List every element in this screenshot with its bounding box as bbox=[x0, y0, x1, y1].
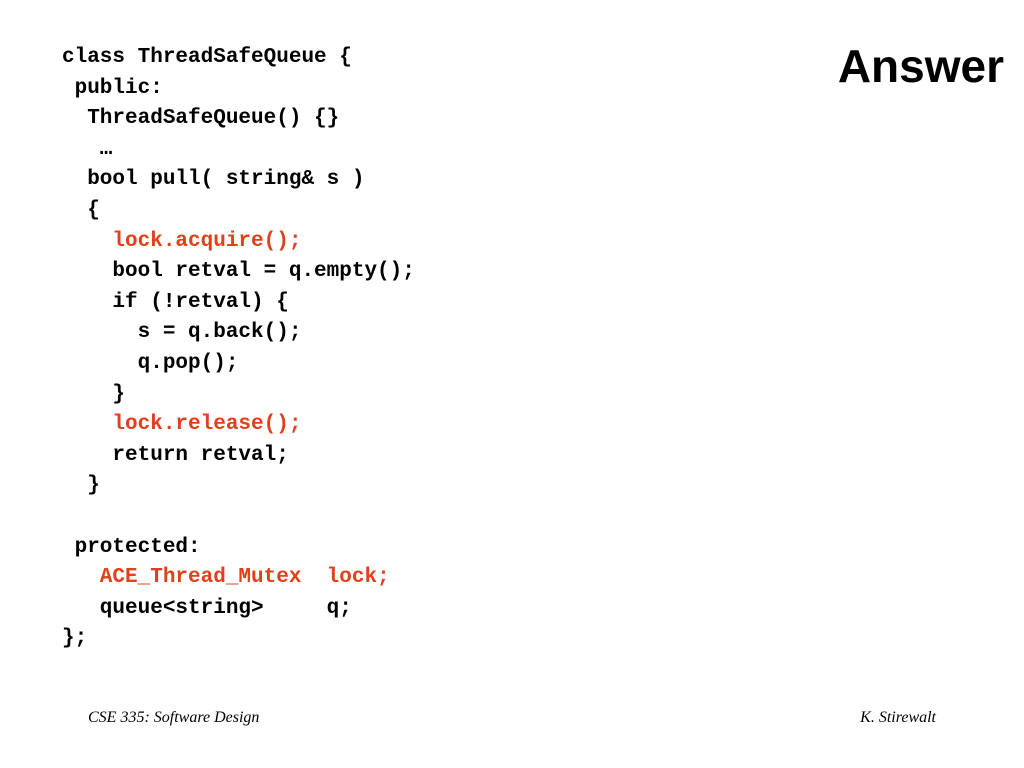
code-line: … bbox=[62, 137, 113, 161]
code-line: } bbox=[62, 382, 126, 406]
code-line: return retval; bbox=[62, 443, 289, 467]
code-line: ACE_Thread_Mutex lock; bbox=[62, 566, 390, 590]
code-line: public: bbox=[62, 76, 163, 100]
slide-title: Answer bbox=[837, 40, 1004, 92]
code-line: q.pop(); bbox=[62, 351, 239, 375]
code-line: }; bbox=[62, 627, 88, 651]
code-block: class ThreadSafeQueue { public: ThreadSa… bbox=[62, 43, 415, 655]
code-line: } bbox=[62, 474, 100, 498]
code-line: queue<string> q; bbox=[62, 596, 352, 620]
code-line: ThreadSafeQueue() {} bbox=[62, 107, 340, 131]
code-line: bool pull( string& s ) bbox=[62, 168, 365, 192]
code-line: if (!retval) { bbox=[62, 290, 289, 314]
code-line: lock.acquire(); bbox=[62, 229, 302, 253]
footer-course: CSE 335: Software Design bbox=[88, 709, 260, 726]
code-line: lock.release(); bbox=[62, 413, 302, 437]
code-line: class ThreadSafeQueue { bbox=[62, 46, 352, 69]
code-line: bool retval = q.empty(); bbox=[62, 260, 415, 284]
code-line: protected: bbox=[62, 535, 201, 559]
code-line: { bbox=[62, 198, 100, 222]
code-line: s = q.back(); bbox=[62, 321, 302, 345]
code-line bbox=[62, 502, 415, 533]
footer-author: K. Stirewalt bbox=[860, 709, 936, 726]
